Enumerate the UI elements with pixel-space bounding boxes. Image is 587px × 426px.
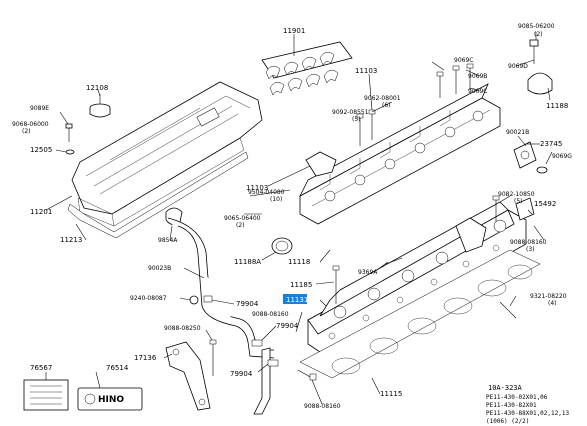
callout-9068-06000[interactable]: 9068-06000 [12,121,49,128]
callout-9088-08160-bottom[interactable]: 9088-08160 [304,403,341,410]
callout-9088-08250[interactable]: 9088-08250 [164,325,201,332]
cylinder-head-cover [71,81,263,227]
callout-qty: (10) [270,196,282,203]
callout-9069d[interactable]: 9069D [508,63,528,70]
leader-lines [45,32,553,405]
callout-9240-08087[interactable]: 9240-08087 [130,295,167,302]
oil-filler-cap [89,94,111,118]
figure-number: 10A-323A [488,384,523,392]
callout-90023b[interactable]: 90023B [148,265,171,272]
callout-qty: (2) [236,222,245,229]
callout-11118[interactable]: 11118 [288,258,310,266]
callout-9082-10850[interactable]: 9082-10850 [498,191,535,198]
camshaft-plug [271,237,293,255]
callout-qty: (5) [514,198,523,205]
callout-11103-left[interactable]: 11103 [246,184,268,192]
bracket-bolt [209,339,217,376]
callout-9088-08160-right[interactable]: 9088-08160 [510,239,547,246]
applicability-line-3: PE11-430-88X01,02,12,13 [486,410,569,417]
callout-9854a[interactable]: 9854A [158,237,178,244]
callout-qty: (3) [526,246,535,253]
stud-bolt [499,301,517,319]
housing-bolts [356,63,474,146]
callout-9062-08001[interactable]: 9062-08001 [364,95,401,102]
callout-11131[interactable]: 11131 [286,296,308,304]
callout-12108[interactable]: 12108 [86,84,108,92]
callout-23745[interactable]: 23745 [540,140,562,148]
callout-qty: (4) [548,300,557,307]
caution-label [23,379,69,411]
callout-79904-b[interactable]: 79904 [276,322,299,330]
callout-11901[interactable]: 11901 [283,27,305,35]
housing-bracket [305,151,337,177]
water-outlet-flange [513,141,548,174]
hose-clamp [203,295,279,367]
applicability-line-4: (1006) (2/2) [486,418,529,425]
callout-17136[interactable]: 17136 [134,354,157,362]
callout-79904-a[interactable]: 79904 [236,300,259,308]
ventilation-hose [167,217,237,327]
callout-9092-08551[interactable]: 9092-08551 [332,109,369,116]
applicability-line-2: PE11-430-82X01 [486,402,537,409]
callout-15492[interactable]: 15492 [534,200,556,208]
clip [189,295,199,305]
head-gasket [299,249,541,379]
callout-qty: (6) [382,102,391,109]
callout-90021b[interactable]: 90021B [506,129,529,136]
callout-11103-top[interactable]: 11103 [355,67,377,75]
pipe-bolt [297,369,317,381]
callout-79904-c[interactable]: 79904 [230,370,253,378]
callout-76514[interactable]: 76514 [106,364,129,372]
camshaft-housing [299,83,501,225]
callout-9085-06200[interactable]: 9085-06200 [518,23,555,30]
hino-nameplate: HINO [77,387,143,411]
callout-9069b[interactable]: 9069B [468,73,487,80]
callout-qty: (5) [352,116,361,123]
camshaft-bearing-set [261,41,353,96]
callout-76567[interactable]: 76567 [30,364,52,372]
callout-9088-08160-center[interactable]: 9088-08160 [252,311,289,318]
callout-qty: (2) [22,128,31,135]
callout-qty: (2) [534,31,543,38]
hino-text: HINO [98,395,124,405]
callout-9069c-a[interactable]: 9069C [454,57,473,64]
callout-12505[interactable]: 12505 [30,146,52,154]
callout-9089e[interactable]: 9089E [30,105,49,112]
callout-11188a[interactable]: 11188A [234,258,261,266]
applicability-line-1: PE11-430-02X01,06 [486,394,548,401]
highlight-box-11131 [283,294,307,304]
bracket-bolt-right [492,195,535,222]
cylinder-head [307,201,527,357]
callout-9369a[interactable]: 9369A [358,269,378,276]
callout-11213[interactable]: 11213 [60,236,82,244]
callout-9504-04080[interactable]: 9504-04080 [248,189,285,196]
callout-11185[interactable]: 11185 [290,281,312,289]
head-bolts [332,257,403,304]
breather-bracket [165,341,211,411]
callout-9321-08220[interactable]: 9321-08220 [530,293,567,300]
seal-washer [65,149,75,155]
callout-9069c-b[interactable]: 9069C [468,88,487,95]
cover-gasket [67,151,249,239]
callout-11115[interactable]: 11115 [380,390,402,398]
callout-labels: 11901 9085-06200 (2) 11103 9069C 9069B 9… [12,23,572,410]
callout-9065-06400[interactable]: 9065-06400 [224,215,261,222]
cover-bolt [65,123,73,142]
plug-bolt [529,39,539,64]
callout-11201[interactable]: 11201 [30,208,52,216]
callout-9069g[interactable]: 9069G [552,153,572,160]
callout-11188[interactable]: 11188 [546,102,568,110]
figure-info-block: 10A-323A PE11-430-02X01,06 PE11-430-82X0… [486,384,569,425]
plug-cap [527,72,553,95]
